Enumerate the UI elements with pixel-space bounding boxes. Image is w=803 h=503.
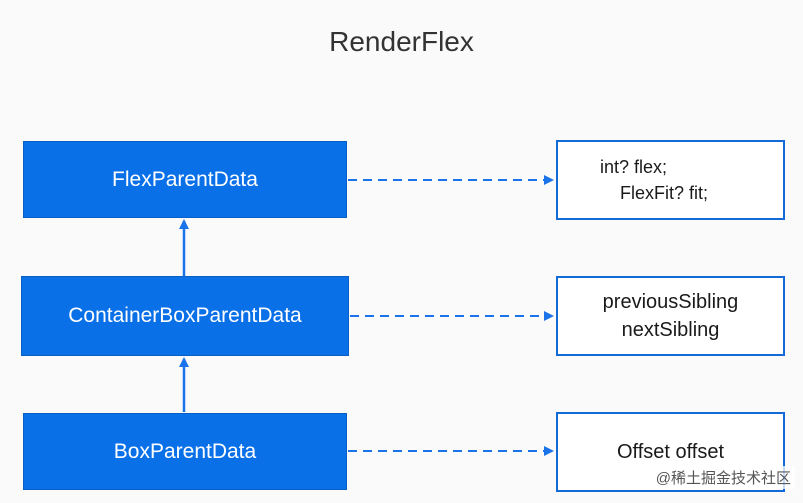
field-flex: int? flex;	[600, 157, 668, 177]
watermark: @稀土掘金技术社区	[651, 466, 795, 489]
flex-parent-data-box: FlexParentData	[23, 141, 347, 218]
container-box-parent-data-label: ContainerBoxParentData	[68, 304, 302, 327]
box-parent-data-box: BoxParentData	[23, 413, 347, 490]
flex-parent-data-label: FlexParentData	[112, 167, 258, 191]
field-next-sibling: nextSibling	[621, 319, 720, 341]
field-previous-sibling: previousSibling	[602, 291, 739, 313]
flex-fields-box: int? flex; FlexFit? fit;	[556, 140, 785, 220]
container-fields-box: previousSibling nextSibling	[556, 276, 785, 356]
field-fit: FlexFit? fit;	[620, 183, 709, 203]
field-offset: Offset offset	[616, 440, 725, 463]
box-parent-data-label: BoxParentData	[113, 439, 257, 463]
diagram-title: RenderFlex	[329, 26, 474, 57]
container-box-parent-data-box: ContainerBoxParentData	[21, 276, 349, 356]
